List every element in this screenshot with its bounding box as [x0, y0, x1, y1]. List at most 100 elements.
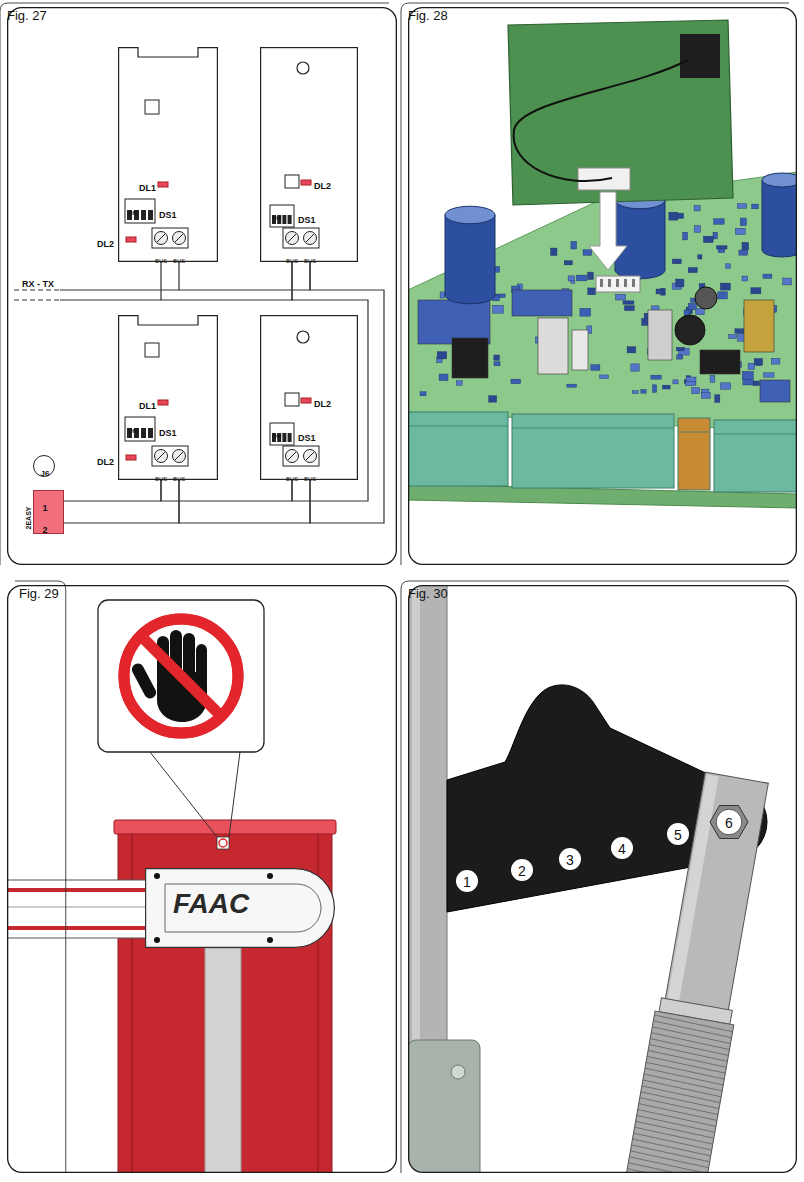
post-highlight	[412, 586, 420, 1055]
smd-component	[672, 259, 681, 264]
photocell-receiver-outline	[260, 47, 358, 262]
smd-component	[656, 289, 664, 294]
text-holder: ON	[128, 202, 137, 218]
figure-number: Fig. 29	[19, 587, 59, 600]
component-label: DS1	[159, 211, 177, 220]
board-component	[695, 287, 717, 309]
component-label: BUS	[304, 476, 316, 482]
text-holder: DS1	[298, 428, 316, 444]
smd-component	[737, 204, 746, 209]
text-holder: DL2	[314, 176, 331, 192]
circuit-board-illustration	[409, 20, 796, 508]
smd-component	[692, 388, 700, 394]
terminal-screw	[304, 450, 317, 463]
led-indicator	[158, 400, 168, 405]
led-indicator	[126, 455, 136, 460]
terminal-block	[714, 420, 796, 492]
component-label: DS1	[298, 434, 316, 443]
smd-component	[591, 365, 600, 371]
component-label: BUS	[286, 476, 298, 482]
text-holder: FAAC	[173, 890, 249, 918]
terminal-block	[678, 418, 710, 490]
figure-number: Fig. 30	[408, 587, 448, 600]
smd-component	[440, 292, 445, 298]
plate-bolt	[154, 873, 160, 879]
capacitor-edge	[665, 200, 666, 270]
smd-component	[742, 242, 749, 249]
smd-component	[571, 241, 577, 249]
logo-plate: FAAC	[145, 868, 335, 948]
component-label: DL1	[139, 184, 156, 193]
header-pin	[632, 279, 635, 287]
text-holder: 1	[42, 498, 47, 514]
insert-arrow	[589, 192, 627, 270]
board-component	[572, 330, 588, 370]
wire-path	[161, 262, 292, 300]
antenna-wire	[514, 60, 688, 181]
text-holder: Fig. 28	[408, 7, 785, 557]
nut-hexagon	[710, 806, 748, 839]
smd-component	[571, 280, 575, 283]
component-label: BUS	[155, 476, 167, 482]
bus-wire	[161, 262, 310, 300]
lever-hole: 3	[559, 848, 581, 870]
smd-component	[752, 204, 759, 209]
screw-slot	[157, 452, 165, 460]
smd-component	[720, 283, 730, 290]
boom-post	[205, 948, 241, 1172]
dip-switch	[125, 199, 155, 223]
terminal-screw	[173, 450, 186, 463]
board-component	[538, 318, 568, 374]
terminal-edge	[512, 428, 674, 429]
smd-component	[742, 276, 748, 281]
board-component	[512, 290, 572, 316]
dip-switch	[270, 423, 294, 445]
component-label: DL1	[139, 402, 156, 411]
screw-slot	[306, 234, 314, 242]
figure-label-tab	[0, 3, 389, 565]
capacitor	[615, 200, 665, 270]
terminal-edge	[678, 432, 710, 433]
smd-component	[714, 219, 724, 225]
text-holder: DL2	[97, 452, 114, 468]
text-holder: Fig. 27	[7, 7, 385, 557]
board-component	[760, 380, 790, 402]
smd-component	[751, 288, 761, 294]
callout-number: 6	[725, 816, 733, 830]
text-holder: DS1	[298, 210, 316, 226]
smd-component	[683, 232, 688, 240]
connector-name: J6	[41, 470, 50, 478]
board-component	[418, 300, 490, 344]
smd-component	[641, 390, 646, 394]
led-indicator	[301, 180, 311, 185]
screw-slot	[288, 234, 296, 242]
text-holder: DS1	[159, 205, 177, 221]
smd-component	[720, 383, 730, 389]
wire	[60, 299, 161, 300]
terminal-screw	[155, 450, 168, 463]
pivot-nut: 6	[709, 802, 749, 842]
screw-slot	[288, 452, 296, 460]
photocell-receiver: DL2ONDS1BUSBUS	[260, 315, 358, 480]
spring-rod	[664, 772, 768, 1015]
led-indicator	[301, 398, 311, 403]
smd-component	[763, 274, 772, 278]
text-holder: BUS	[286, 250, 298, 266]
capacitor-edge	[445, 215, 446, 295]
component-label: BUS	[304, 258, 316, 264]
bus-wire	[161, 480, 310, 523]
smd-component	[748, 363, 754, 369]
prohibition-ring	[124, 619, 238, 733]
terminal-screw	[286, 232, 299, 245]
dip-lever	[141, 210, 146, 220]
header-pin	[608, 279, 611, 287]
module-outline	[119, 316, 218, 480]
plate-bolt	[154, 937, 160, 943]
smd-component	[694, 205, 700, 211]
panel-border	[409, 8, 797, 565]
smd-component	[677, 355, 683, 359]
text-holder: BUS	[155, 250, 167, 266]
smd-component	[625, 306, 634, 311]
